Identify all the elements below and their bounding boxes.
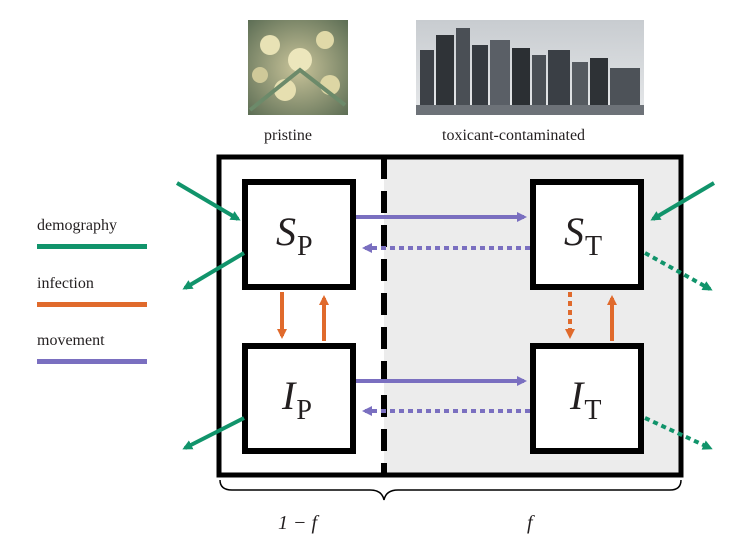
brace-label-contaminated-fraction: f — [527, 512, 533, 534]
legend-demography-line — [37, 244, 147, 249]
brace-label-pristine-fraction: 1 − f — [278, 512, 318, 534]
node-it-sub: T — [584, 395, 602, 426]
demography-arrow-out-st — [644, 251, 713, 291]
legend-movement-label: movement — [37, 332, 105, 349]
node-label-sp: SP — [276, 208, 313, 262]
node-st-sub: T — [585, 231, 603, 262]
node-ip-sub: P — [296, 395, 312, 426]
patch-frame — [216, 154, 684, 478]
demography-arrow-out-sp — [182, 251, 246, 290]
node-ip-main: I — [282, 373, 296, 418]
node-sp-main: S — [276, 209, 296, 254]
node-label-ip: IP — [282, 372, 312, 426]
demography-arrow-out-ip — [182, 416, 245, 450]
legend-infection-line — [37, 302, 147, 307]
node-sp-sub: P — [297, 231, 313, 262]
node-it-main: I — [570, 373, 584, 418]
legend-movement-line — [37, 359, 147, 364]
node-label-st: ST — [564, 208, 602, 262]
flowers-photo — [248, 20, 348, 115]
city-skyline-photo — [416, 20, 644, 115]
legend-demography-label: demography — [37, 217, 117, 234]
node-st-main: S — [564, 209, 584, 254]
demography-arrow-in-sp — [175, 181, 241, 221]
node-label-it: IT — [570, 372, 601, 426]
demography-arrow-out-it — [644, 416, 713, 450]
node-box-sp — [242, 179, 356, 290]
demography-arrow-in-st — [650, 181, 716, 221]
node-box-it — [530, 343, 644, 454]
node-box-st — [530, 179, 644, 290]
brace-bottom — [219, 479, 682, 501]
label-pristine: pristine — [264, 127, 312, 144]
node-box-ip — [242, 343, 356, 454]
legend-infection-label: infection — [37, 275, 94, 292]
label-toxicant-contaminated: toxicant-contaminated — [442, 127, 586, 144]
